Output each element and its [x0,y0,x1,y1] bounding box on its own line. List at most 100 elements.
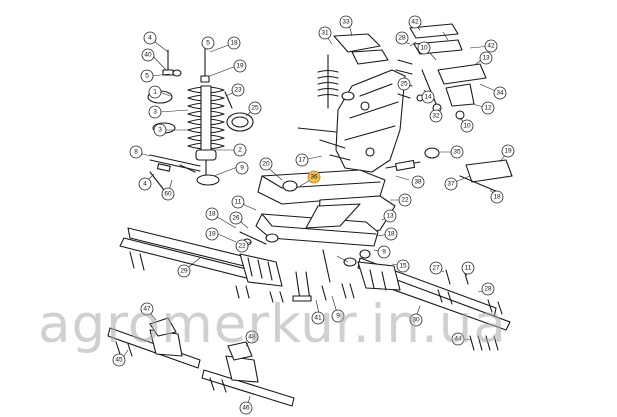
callout-19c: 19 [205,227,219,241]
callout-40: 40 [141,48,155,62]
callout-25: 25 [248,101,262,115]
callout-31: 31 [318,26,332,40]
callout-23: 23 [231,83,245,97]
svg-text:31: 31 [321,30,329,37]
callout-14: 14 [421,90,435,104]
svg-text:11: 11 [465,265,472,272]
svg-text:4: 4 [143,181,147,188]
svg-text:35: 35 [453,149,461,156]
svg-text:18: 18 [493,194,501,201]
bottom-left-axle [107,317,201,369]
svg-text:46: 46 [242,405,250,412]
svg-text:28: 28 [398,35,406,42]
callout-11b: 11 [461,261,475,275]
central-frame [297,33,406,173]
callout-4b: 4 [138,177,152,191]
svg-text:18: 18 [387,231,395,238]
svg-text:25: 25 [400,81,408,88]
callout-8: 8 [129,145,143,159]
callout-5b: 5 [140,69,154,83]
svg-text:27: 27 [432,265,440,272]
svg-text:19: 19 [504,148,512,155]
svg-text:12: 12 [484,105,492,112]
callout-22b: 22 [235,239,249,253]
svg-text:47: 47 [143,306,151,313]
svg-text:45: 45 [115,357,123,364]
svg-text:34: 34 [496,90,504,97]
handle-assembly [385,147,513,193]
svg-text:44: 44 [454,336,462,343]
callout-18d: 18 [384,227,398,241]
left-axle [119,227,284,303]
svg-text:9: 9 [240,165,244,172]
svg-text:13: 13 [386,213,394,220]
callout-18c: 18 [205,207,219,221]
callout-34: 34 [493,86,507,100]
svg-text:5: 5 [145,73,149,80]
svg-text:10: 10 [420,45,428,52]
callout-10b: 10 [460,119,474,133]
svg-text:36: 36 [310,174,318,181]
callout-46: 46 [239,401,253,415]
callout-10a: 10 [417,41,431,55]
right-upper-mechanism [395,23,487,120]
callout-26: 26 [229,211,243,225]
svg-text:5: 5 [206,40,210,47]
callout-3a: 3 [148,105,162,119]
svg-text:30: 30 [412,317,420,324]
callout-17: 17 [295,153,309,167]
svg-text:15: 15 [399,263,407,270]
callout-18a: 18 [227,36,241,50]
svg-text:42: 42 [487,43,495,50]
callout-3b: 3 [153,123,167,137]
svg-text:40: 40 [144,52,152,59]
callout-19a: 19 [233,59,247,73]
svg-text:60: 60 [164,191,172,198]
callout-2: 2 [233,143,247,157]
callout-22a: 22 [398,193,412,207]
svg-text:26: 26 [232,215,240,222]
seal-ring-part [224,91,254,132]
callout-29: 29 [177,264,191,278]
callout-28b: 28 [481,282,495,296]
svg-text:22: 22 [238,243,246,250]
callout-47: 47 [140,302,154,316]
svg-text:18: 18 [208,211,216,218]
svg-text:19: 19 [236,63,244,70]
svg-text:3: 3 [158,127,162,134]
callout-48: 48 [245,330,259,344]
svg-text:11: 11 [235,199,242,206]
svg-text:14: 14 [424,94,432,101]
pin-set-left [149,154,201,191]
callout-9a: 9 [235,161,249,175]
callout-18b: 18 [490,190,504,204]
svg-text:28: 28 [484,286,492,293]
callout-38: 38 [411,175,425,189]
callout-28: 28 [395,31,409,45]
callout-36: 36 [307,170,321,184]
callout-30: 30 [409,313,423,327]
main-cross-beam [255,169,396,247]
callout-35: 35 [450,145,464,159]
callout-32: 32 [429,109,443,123]
callout-33: 33 [339,15,353,29]
svg-text:3: 3 [153,109,157,116]
callout-9b: 9 [377,245,391,259]
svg-text:32: 32 [432,113,440,120]
callout-4a: 4 [143,31,157,45]
callout-37: 37 [444,177,458,191]
callout-13a: 13 [479,51,493,65]
callout-11a: 11 [231,195,245,209]
svg-text:19: 19 [208,231,216,238]
callout-60: 60 [161,187,175,201]
bottom-middle-axle [201,341,295,407]
svg-text:2: 2 [238,147,242,154]
svg-text:20: 20 [262,161,270,168]
callout-45: 45 [112,353,126,367]
svg-text:1: 1 [153,89,157,96]
center-bottom-parts [292,249,371,302]
callout-9c: 9 [331,309,345,323]
callout-15: 15 [396,259,410,273]
svg-text:10: 10 [463,123,471,130]
